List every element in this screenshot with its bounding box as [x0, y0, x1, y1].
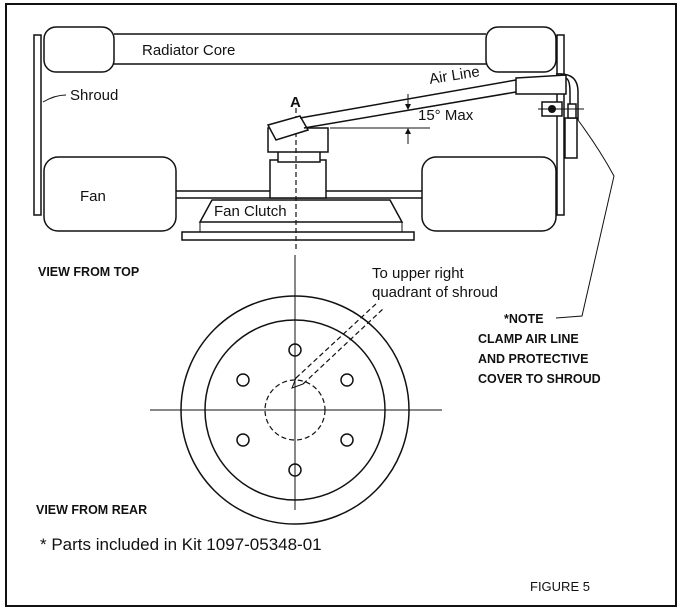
rear-outer-circle [180, 295, 410, 525]
rear-inner-circle [204, 319, 386, 501]
bolt-hole-lower-right [340, 433, 354, 447]
shroud-leader [42, 94, 67, 103]
protective-cover [515, 74, 567, 95]
note-leader [555, 119, 615, 319]
air-line-end [564, 117, 578, 159]
fan-clutch-label: Fan Clutch [214, 203, 287, 220]
air-line-bend-inner [565, 77, 571, 118]
air-line-elbow [266, 115, 310, 141]
bolt-hole-upper-left [236, 373, 250, 387]
shroud-right [556, 34, 565, 216]
rear-air-line-2 [302, 307, 385, 385]
view-from-rear-label: VIEW FROM REAR [36, 503, 147, 517]
upper-right-label-1: To upper right [372, 265, 465, 282]
bolt-hole-bottom [288, 463, 302, 477]
shroud-left [33, 34, 42, 216]
note-title: *NOTE [504, 312, 544, 326]
air-line-lower [303, 91, 517, 129]
angle-label: 15° Max [418, 107, 474, 124]
radiator-tank-right [485, 26, 557, 73]
air-line-bend [555, 73, 579, 120]
rear-air-line-tip [291, 377, 304, 389]
fan-blade-right [421, 156, 557, 232]
figure-label: FIGURE 5 [530, 579, 590, 594]
radiator-core-label: Radiator Core [142, 42, 235, 59]
fan-blade-left [43, 156, 177, 232]
note-line-3: COVER TO SHROUD [478, 372, 601, 386]
air-line-label: Air Line [428, 63, 481, 88]
angle-arrow-bottom [405, 128, 411, 134]
rear-hub-circle [264, 379, 326, 441]
upper-right-label-2: quadrant of shroud [372, 284, 498, 301]
angle-arrow-top [405, 104, 411, 110]
figure-border [5, 3, 677, 607]
bolt-hole-lower-left [236, 433, 250, 447]
shroud-label: Shroud [70, 87, 118, 104]
fan-clutch-mount-plate [181, 231, 415, 241]
fan-label: Fan [80, 188, 106, 205]
note-line-2: AND PROTECTIVE [478, 352, 588, 366]
bolt-hole-upper-right [340, 373, 354, 387]
kit-note: * Parts included in Kit 1097-05348-01 [40, 535, 322, 554]
point-a-label: A [290, 94, 301, 111]
note-line-1: CLAMP AIR LINE [478, 332, 579, 346]
rear-air-line-1 [295, 301, 379, 379]
clutch-hub-lower [269, 159, 327, 199]
view-from-top-label: VIEW FROM TOP [38, 265, 139, 279]
clamp-nut [567, 103, 577, 119]
radiator-tank-left [43, 26, 115, 73]
bolt-hole-top [288, 343, 302, 357]
